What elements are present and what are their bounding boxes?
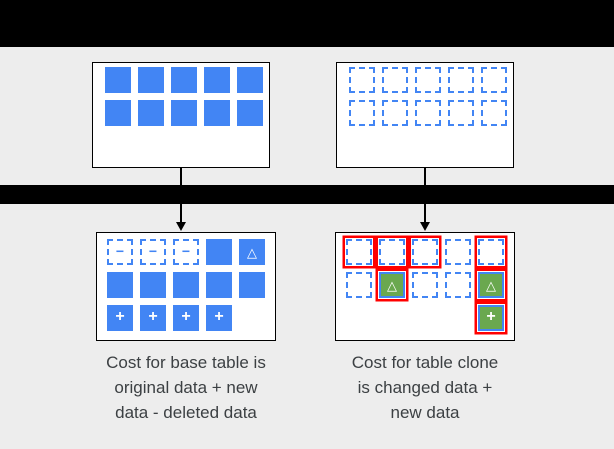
table-clone-grid xyxy=(349,67,513,126)
data-block-red-dashed xyxy=(412,239,438,265)
data-block-dashed xyxy=(481,100,507,126)
top-black-bar xyxy=(0,0,614,47)
data-block-dashed xyxy=(448,100,474,126)
data-block-green-plus: + xyxy=(478,305,504,331)
left-arrow-head-icon xyxy=(176,222,186,231)
data-block-dashed-minus: − xyxy=(140,239,166,265)
data-block-filled xyxy=(138,100,164,126)
caption-line: Cost for base table is xyxy=(106,353,266,372)
minus-icon: − xyxy=(148,243,158,259)
data-block-dashed xyxy=(349,67,375,93)
data-block-filled xyxy=(171,67,197,93)
data-block-filled xyxy=(206,272,232,298)
data-block-green-delta: △ xyxy=(478,272,504,298)
caption-line: is changed data + xyxy=(357,378,493,397)
caption-line: original data + new xyxy=(114,378,258,397)
caption-line: new data xyxy=(390,403,460,422)
data-block-dashed-minus: − xyxy=(173,239,199,265)
plus-icon: + xyxy=(181,308,191,325)
data-block-dashed xyxy=(346,272,372,298)
data-block-filled xyxy=(105,100,131,126)
data-block-dashed xyxy=(445,239,471,265)
delta-icon: △ xyxy=(387,277,397,293)
data-block-filled-plus: + xyxy=(173,305,199,331)
plus-icon: + xyxy=(214,308,224,325)
data-block-dashed xyxy=(448,67,474,93)
data-block-filled xyxy=(204,100,230,126)
data-block-filled xyxy=(173,272,199,298)
table-clone-cost-caption: Cost for table clone is changed data + n… xyxy=(315,350,535,425)
base-table-cost-caption: Cost for base table is original data + n… xyxy=(66,350,306,425)
data-block-filled xyxy=(171,100,197,126)
data-block-filled xyxy=(237,100,263,126)
data-block-dashed xyxy=(445,272,471,298)
data-block-red-dashed xyxy=(379,239,405,265)
data-block-filled xyxy=(105,67,131,93)
data-block-green-delta: △ xyxy=(379,272,405,298)
data-block-dashed xyxy=(415,100,441,126)
base-table-cost-grid: − − − △ + + + + xyxy=(107,239,275,331)
data-block-filled-plus: + xyxy=(140,305,166,331)
data-block-filled xyxy=(237,67,263,93)
base-table-cost-box: − − − △ + + + + xyxy=(96,232,276,341)
delta-icon: △ xyxy=(247,244,257,260)
minus-icon: − xyxy=(115,243,125,259)
minus-icon: − xyxy=(181,243,191,259)
data-block-dashed xyxy=(415,67,441,93)
middle-black-divider-bar xyxy=(0,185,614,204)
data-block-filled xyxy=(107,272,133,298)
data-block-dashed xyxy=(481,67,507,93)
data-block-filled-plus: + xyxy=(107,305,133,331)
data-block-dashed xyxy=(412,272,438,298)
table-clone-cost-grid: △ △ + xyxy=(346,239,514,331)
plus-icon: + xyxy=(148,308,158,325)
data-block-filled-plus: + xyxy=(206,305,232,331)
delta-icon: △ xyxy=(486,277,496,293)
plus-icon: + xyxy=(115,308,125,325)
data-block-red-dashed xyxy=(346,239,372,265)
data-block-dashed xyxy=(349,100,375,126)
base-table-original-grid xyxy=(105,67,269,126)
data-block-filled xyxy=(206,239,232,265)
plus-icon: + xyxy=(486,308,496,325)
right-arrow-head-icon xyxy=(420,222,430,231)
data-block-filled xyxy=(239,272,265,298)
table-clone-cost-box: △ △ + xyxy=(335,232,515,341)
data-block-dashed-minus: − xyxy=(107,239,133,265)
data-block-filled xyxy=(138,67,164,93)
caption-line: Cost for table clone xyxy=(351,353,499,372)
data-block-red-dashed xyxy=(478,239,504,265)
data-block-filled-delta: △ xyxy=(239,239,265,265)
data-block-filled xyxy=(204,67,230,93)
data-block-dashed xyxy=(382,67,408,93)
caption-line: data - deleted data xyxy=(115,403,257,422)
base-table-original-box xyxy=(92,62,270,168)
table-clone-box xyxy=(336,62,514,168)
data-block-filled xyxy=(140,272,166,298)
data-block-dashed xyxy=(382,100,408,126)
right-arrow-line xyxy=(424,168,426,223)
left-arrow-line xyxy=(180,168,182,223)
